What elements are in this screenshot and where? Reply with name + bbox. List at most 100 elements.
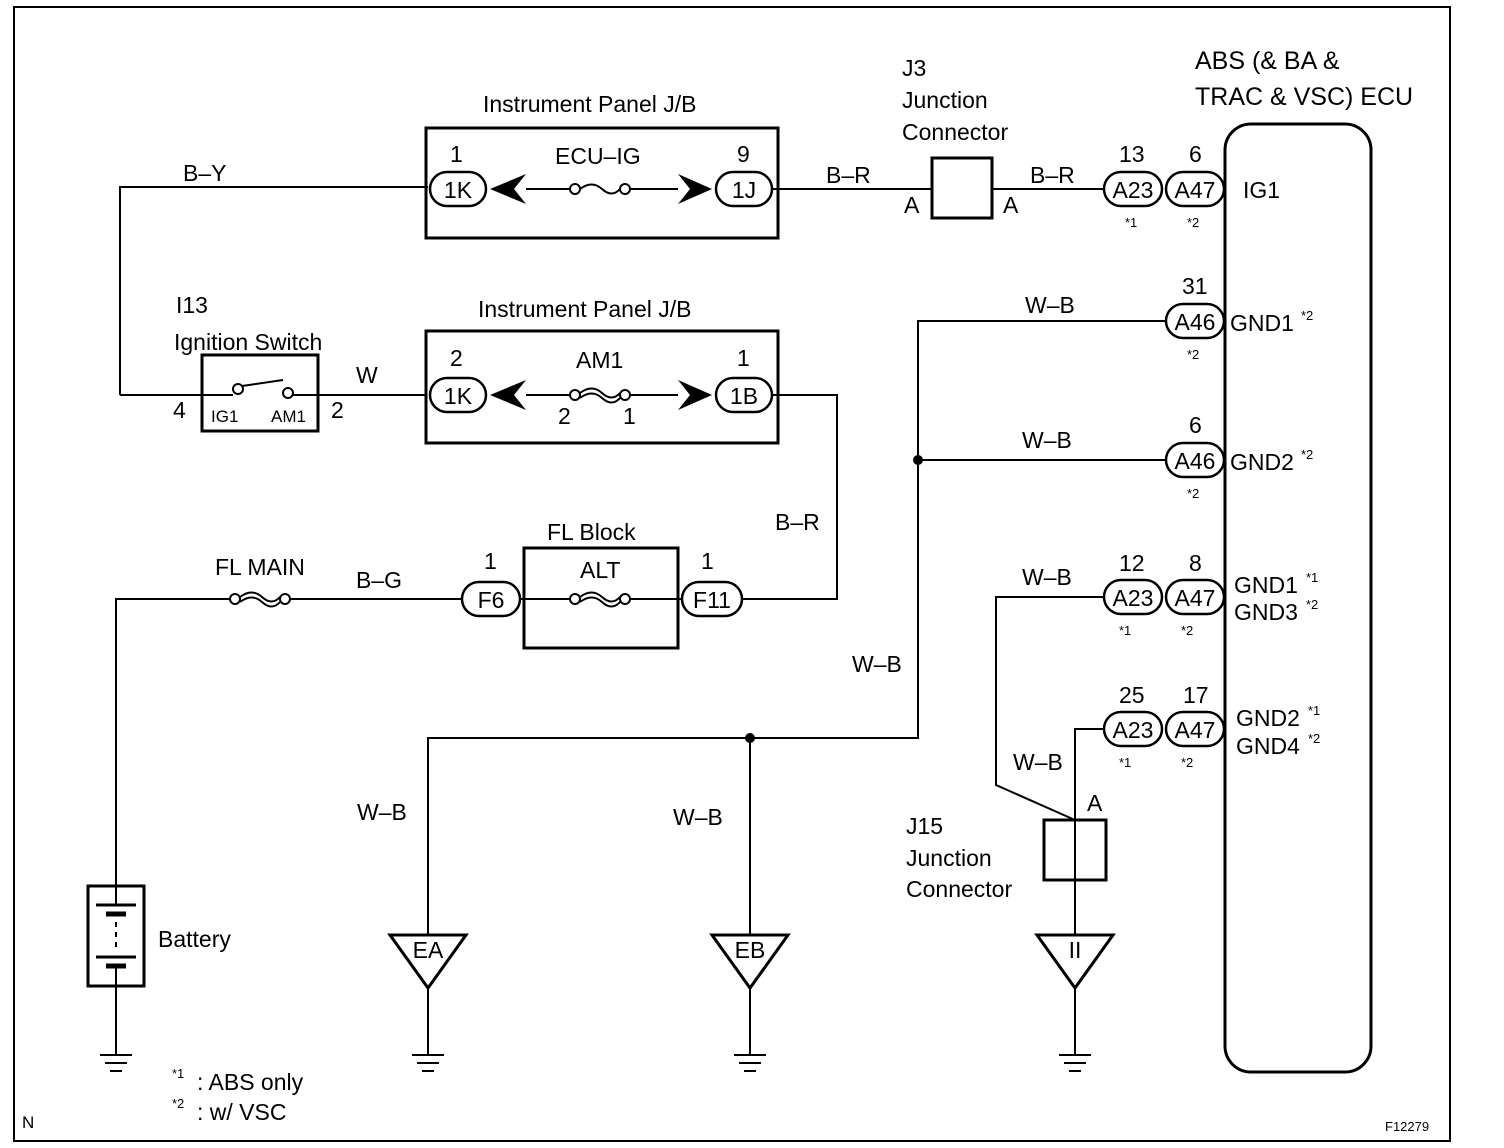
fuse-alt-terminal-r (619, 593, 631, 605)
fuse-alt-terminal-l (569, 593, 581, 605)
figure-id: F12279 (1385, 1119, 1429, 1134)
connector-a46-gnd2-label: A46 (1175, 448, 1216, 474)
switch-contact-ig1 (232, 383, 244, 395)
terminal-gnd2-a: GND2 (1230, 449, 1294, 475)
connector-1k-top (428, 170, 488, 208)
terminal-gnd1-a-mark: *2 (1301, 308, 1313, 323)
jb-chevron-right-1 (678, 174, 712, 204)
pin-1j: 9 (737, 141, 750, 167)
connector-1k-mid (428, 376, 488, 414)
connector-a46-gnd1 (1164, 302, 1226, 340)
wire-label-wb-gnd2: W–B (1022, 427, 1072, 453)
connector-a23-gnd3 (1102, 578, 1164, 616)
connector-f6-label: F6 (478, 587, 505, 613)
ground-symbol-eb (734, 1054, 766, 1072)
switch-pin-2: 2 (331, 397, 344, 423)
pin-a23-gnd4: 25 (1119, 682, 1145, 708)
fl-block-label: FL Block (547, 519, 636, 545)
switch-terminal-ig1: IG1 (211, 407, 238, 426)
mark-a47-ig: *2 (1187, 215, 1199, 230)
battery-label: Battery (158, 926, 231, 952)
fuse-ecu-ig-icon (579, 183, 621, 195)
wire-label-br-2: B–R (1030, 162, 1075, 188)
ground-point-ii (1034, 933, 1116, 991)
mark-a23-gnd3: *1 (1119, 623, 1131, 638)
ground-point-ea-label: EA (413, 937, 444, 963)
wire-wb-gnd3 (995, 596, 1104, 821)
ecu-title-line1: ABS (& BA & (1195, 47, 1340, 75)
wire-label-br-1: B–R (826, 162, 871, 188)
jb-chevron-left-1 (490, 174, 526, 204)
j3-id: J3 (902, 55, 926, 81)
mark-a46-gnd2: *2 (1187, 486, 1199, 501)
j15-id: J15 (906, 813, 943, 839)
fuse-am1-terminal-l (569, 389, 581, 401)
ground-point-eb (709, 933, 791, 991)
ground-point-ea (387, 933, 469, 991)
switch-blade (241, 379, 284, 387)
pin-a47-gnd4: 17 (1183, 682, 1209, 708)
wire-label-by: B–Y (183, 160, 226, 186)
wire-by (119, 186, 428, 395)
connector-1b-label: 1B (730, 383, 758, 409)
connector-a23-gnd3-label: A23 (1113, 585, 1154, 611)
fuse-am1-pin-1: 1 (623, 403, 636, 429)
pin-1b: 1 (737, 345, 750, 371)
jb-top-label: Instrument Panel J/B (483, 91, 697, 117)
terminal-ig1: IG1 (1243, 177, 1280, 203)
fuse-alt-icon (579, 591, 621, 608)
pin-a46-gnd2: 6 (1189, 412, 1202, 438)
ground-point-ii-label: II (1069, 937, 1082, 963)
ground-symbol-battery (100, 1054, 132, 1072)
splice-point-1 (913, 455, 923, 465)
jb-chevron-left-2 (490, 380, 526, 410)
fuse-am1-pin-2: 2 (558, 403, 571, 429)
connector-a47-gnd4 (1164, 710, 1226, 748)
wire-label-br-3: B–R (775, 509, 820, 535)
splice-point-2 (745, 733, 755, 743)
terminal-gnd1-b-mark: *1 (1306, 570, 1318, 585)
terminal-gnd4-mark: *2 (1308, 731, 1320, 746)
j3-label-2: Connector (902, 119, 1008, 145)
jb-chevron-right-2 (678, 380, 712, 410)
terminal-gnd2-b-mark: *1 (1308, 703, 1320, 718)
ground-symbol-ii (1059, 1054, 1091, 1072)
mark-a47-gnd3: *2 (1181, 623, 1193, 638)
i13-id: I13 (176, 292, 208, 318)
fuse-ecu-ig-terminal-l (569, 183, 581, 195)
mark-a46-gnd1: *2 (1187, 347, 1199, 362)
wire-label-wb-gnd3: W–B (1022, 564, 1072, 590)
connector-a47-gnd3 (1164, 578, 1226, 616)
ignition-switch-box (200, 353, 320, 433)
connector-a46-gnd2 (1164, 441, 1226, 479)
connector-a23-ig (1102, 170, 1164, 208)
mark-a23-ig: *1 (1125, 215, 1137, 230)
connector-1k-top-label: 1K (444, 177, 473, 203)
j3-pin-a-right: A (1003, 192, 1019, 218)
pin-a47-ig: 6 (1189, 141, 1202, 167)
switch-terminal-am1: AM1 (271, 407, 306, 426)
fuse-alt-label: ALT (580, 557, 620, 583)
fl-main-label: FL MAIN (215, 554, 305, 580)
j3-pin-a-left: A (904, 192, 920, 218)
j3-connector-box (930, 156, 994, 220)
wire-label-wb-eb: W–B (673, 804, 723, 830)
connector-f11 (680, 580, 744, 618)
terminal-gnd1-b: GND1 (1234, 572, 1298, 598)
wire-label-wb-j15: W–B (1013, 749, 1063, 775)
fl-main-fuse-icon (239, 591, 281, 608)
j3-label-1: Junction (902, 87, 988, 113)
fl-main-terminal-r (279, 593, 291, 605)
pin-a47-gnd3: 8 (1189, 550, 1202, 576)
note-1-text: : ABS only (197, 1069, 304, 1095)
connector-1j-label: 1J (732, 177, 756, 203)
terminal-gnd3-mark: *2 (1306, 597, 1318, 612)
terminal-gnd2-a-mark: *2 (1301, 447, 1313, 462)
fl-main-terminal-l (229, 593, 241, 605)
wire-label-wb-vertical: W–B (852, 651, 902, 677)
i13-name: Ignition Switch (174, 329, 322, 355)
wire-wb-main (427, 320, 1166, 935)
jb-mid-label: Instrument Panel J/B (478, 296, 692, 322)
